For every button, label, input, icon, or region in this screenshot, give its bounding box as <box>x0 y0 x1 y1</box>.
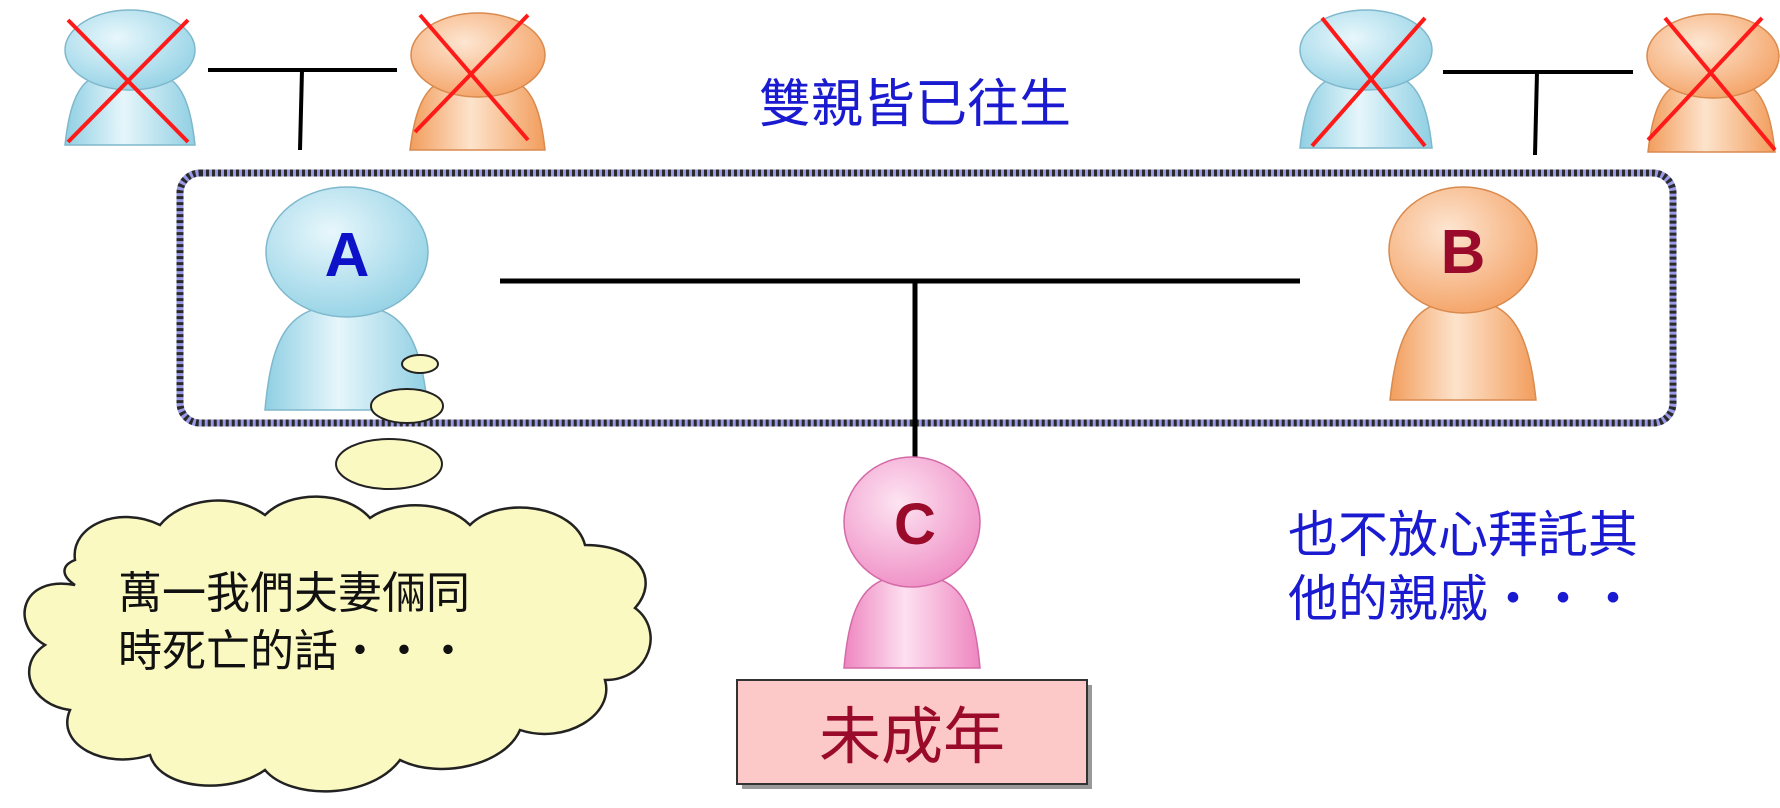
left-grandparents-marriage-line <box>208 68 397 151</box>
deceased-cross-icon <box>1310 16 1427 148</box>
person-b: B <box>1388 186 1538 401</box>
person-c: C <box>843 456 981 669</box>
thought-line-2: 時死亡的話・・・ <box>118 626 470 677</box>
person-c-letter: C <box>894 492 936 557</box>
deceased-cross-icon <box>1646 16 1777 152</box>
note-line-1: 也不放心拜託其 <box>1288 506 1638 564</box>
right-grandfather <box>1299 9 1433 149</box>
thought-bubble: 萬一我們夫妻倆同 時死亡的話・・・ <box>23 354 652 793</box>
relatives-note: 也不放心拜託其 他的親戚・・・ <box>1288 506 1638 628</box>
note-line-2: 他的親戚・・・ <box>1288 570 1638 628</box>
minor-label-box: 未成年 <box>736 679 1092 789</box>
minor-label: 未成年 <box>819 700 1005 773</box>
thought-cloud <box>23 495 652 793</box>
right-grandmother <box>1646 13 1780 153</box>
person-b-letter: B <box>1441 218 1486 287</box>
person-a-letter: A <box>325 221 370 290</box>
couple-marriage-line <box>500 278 1300 460</box>
couple-frame <box>176 169 1677 427</box>
deceased-cross-icon <box>66 18 190 144</box>
grandparents-deceased-label: 雙親皆已往生 <box>759 75 1071 135</box>
left-grandmother <box>409 12 546 151</box>
left-grandfather <box>64 9 196 146</box>
person-a: A <box>264 186 429 411</box>
right-grandparents-marriage-line <box>1443 70 1633 156</box>
thought-line-1: 萬一我們夫妻倆同 <box>118 568 470 619</box>
deceased-cross-icon <box>413 13 530 142</box>
